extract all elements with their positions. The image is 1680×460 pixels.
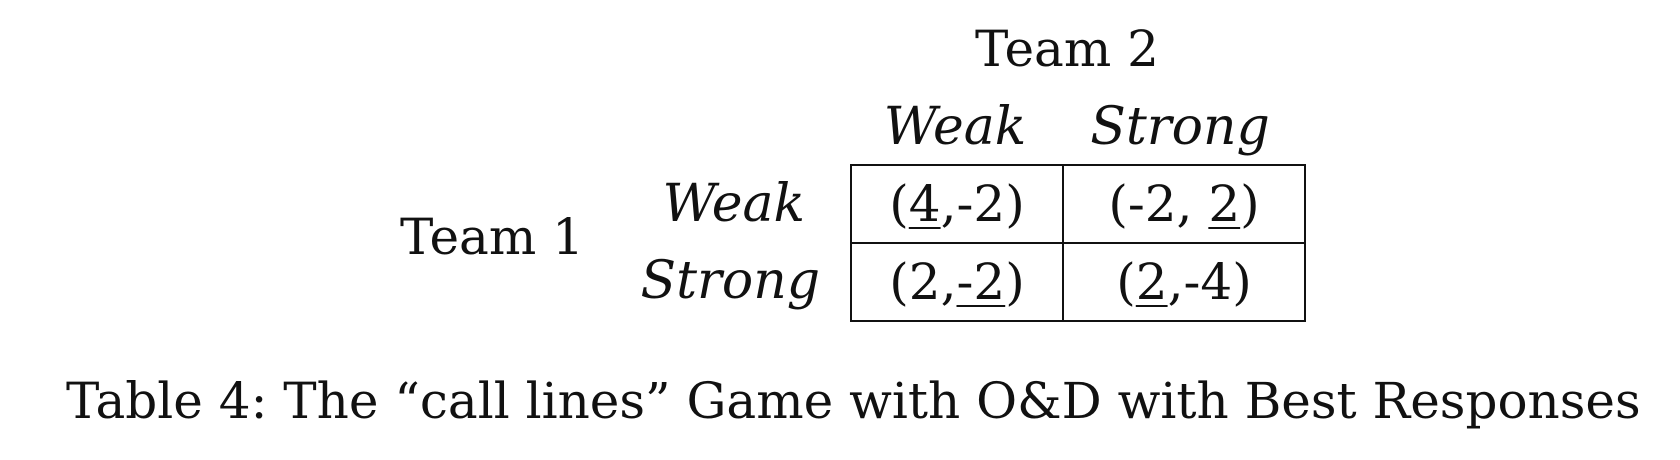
separator: ,	[1176, 175, 1209, 233]
team2-payoff: -2	[956, 253, 1006, 311]
team1-payoff: 4	[908, 175, 941, 233]
payoff-cell-strong-weak: (2,-2)	[850, 242, 1064, 322]
payoff-table: (4,-2) (-2, 2) (2,-2) (2,-4)	[850, 164, 1306, 322]
paren-close: )	[1240, 175, 1260, 233]
team1-payoff: 2	[1135, 253, 1168, 311]
payoff-cell-strong-strong: (2,-4)	[1062, 242, 1306, 322]
payoff-row-weak: (4,-2) (-2, 2)	[850, 164, 1306, 244]
paren-open: (	[889, 175, 909, 233]
paren-open: (	[1116, 253, 1136, 311]
paren-close: )	[1005, 175, 1025, 233]
payoff-cell-weak-weak: (4,-2)	[850, 164, 1064, 244]
team2-label: Team 2	[975, 20, 1159, 78]
separator: ,	[940, 175, 957, 233]
separator: ,	[940, 253, 957, 311]
paren-open: (	[1108, 175, 1128, 233]
table-caption: Table 4: The “call lines” Game with O&D …	[66, 372, 1641, 430]
paren-close: )	[1005, 253, 1025, 311]
team1-payoff: -2	[1127, 175, 1177, 233]
team1-label: Team 1	[400, 208, 584, 266]
team2-payoff: -2	[956, 175, 1006, 233]
column-header-strong: Strong	[1090, 97, 1270, 157]
row-header-strong: Strong	[640, 251, 820, 311]
paren-close: )	[1232, 253, 1252, 311]
team2-payoff: -4	[1183, 253, 1233, 311]
row-header-weak: Weak	[662, 174, 806, 234]
column-header-weak: Weak	[883, 97, 1027, 157]
payoff-cell-weak-strong: (-2, 2)	[1062, 164, 1306, 244]
payoff-row-strong: (2,-2) (2,-4)	[850, 242, 1306, 322]
team2-payoff: 2	[1208, 175, 1241, 233]
separator: ,	[1167, 253, 1184, 311]
team1-payoff: 2	[908, 253, 941, 311]
paren-open: (	[889, 253, 909, 311]
